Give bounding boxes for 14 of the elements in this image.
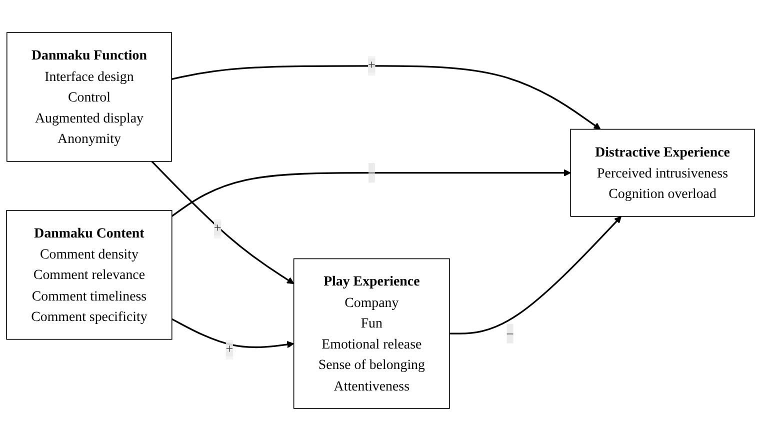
- edge-label: +: [226, 342, 234, 356]
- node-box: Danmaku Content Comment density Comment relevance Comment timeliness Comment specificity: [6, 210, 172, 340]
- arrow: [151, 160, 294, 284]
- node-box: Danmaku Function Interface design Control Augmented display Anonymity: [6, 32, 172, 162]
- arrow: [171, 65, 601, 130]
- edge-label: –: [506, 326, 514, 340]
- edge-label: +: [214, 222, 222, 236]
- edge-label: –: [368, 165, 375, 180]
- edge-label: +: [368, 58, 376, 72]
- node-box: Play Experience Company Fun Emotional release Sense of belonging Attentiveness: [293, 258, 450, 409]
- arrow: [450, 216, 622, 334]
- arrow: [171, 169, 571, 217]
- arrow: [172, 318, 294, 348]
- node-box: Distractive Experience Perceived intrusiveness Cognition overload: [570, 128, 755, 217]
